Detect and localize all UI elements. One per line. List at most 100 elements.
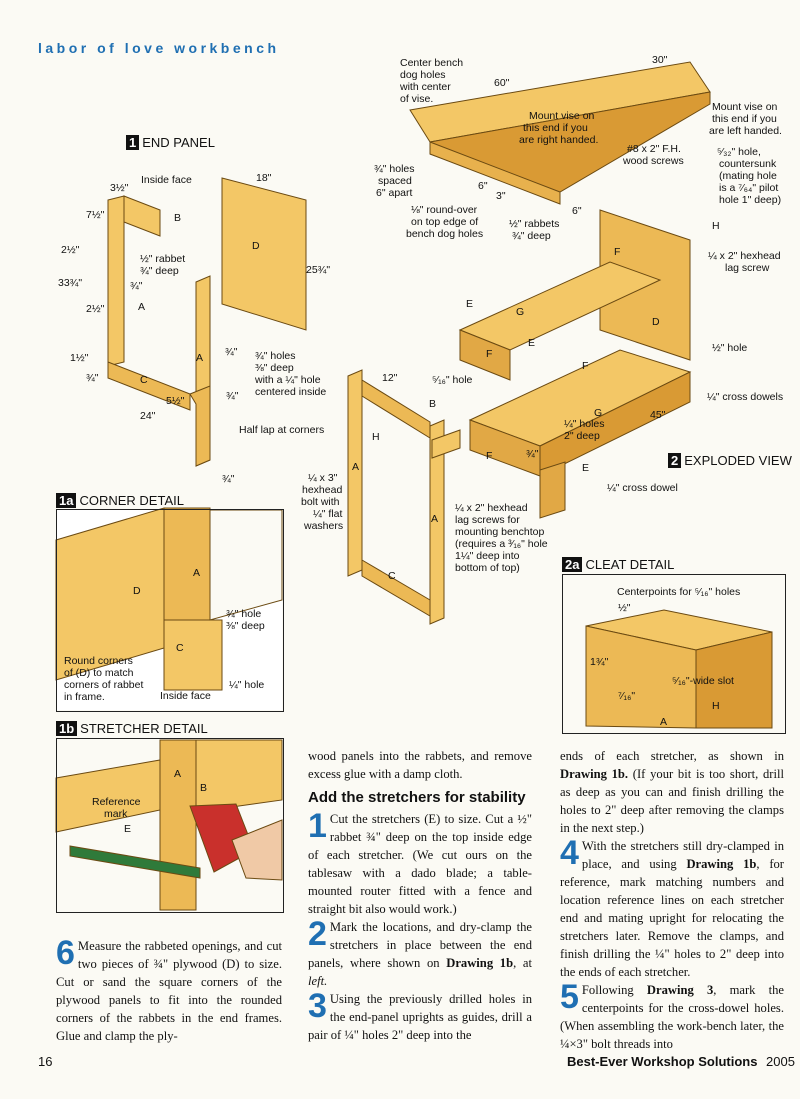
section-heading: Add the stretchers for stability (308, 789, 526, 806)
part-label-d3: D (133, 585, 141, 597)
figure-label: CLEAT DETAIL (585, 557, 675, 572)
note-lagtop-3: mounting benchtop (455, 526, 545, 538)
part-label-b: B (174, 212, 182, 224)
note-lagtop-1: ¼ x 2" hexhead (455, 502, 528, 514)
figure-label: END PANEL (142, 135, 215, 150)
dim-3-5: 3½" (110, 182, 129, 194)
note-holes-4: centered inside (255, 386, 327, 398)
step-text: Following (581, 983, 647, 997)
second-end-frame (347, 369, 461, 625)
note-lagtop-6: bottom of top) (455, 562, 520, 574)
note-pilot-3: (mating hole (719, 170, 777, 182)
dim-3-4d: ¾" (226, 390, 239, 402)
part-label-a4: A (431, 513, 439, 525)
figure-label: EXPLODED VIEW (684, 453, 792, 468)
corner-note-quarter-hole: ¼" hole (229, 679, 265, 691)
note-lagtop-2: lag screws for (455, 514, 520, 526)
dim-7-5: 7½" (86, 209, 105, 221)
cleat-dim-half: ½" (618, 602, 631, 614)
corner-note-hole-2: ⅜" deep (226, 620, 265, 632)
note-cross-dowel: ¼" cross dowel (607, 482, 678, 494)
text-column-3: ends of each stretcher, as shown in Draw… (560, 747, 784, 1053)
step-text: With the stretchers still dry-clamped in… (581, 839, 784, 871)
part-label-g2: G (594, 407, 603, 419)
note-pilot-2: countersunk (719, 158, 777, 170)
part-label-a: A (138, 301, 146, 313)
part-label-f3: F (582, 360, 589, 372)
note-bolt-2: hexhead (302, 484, 343, 496)
publication-year: 2005 (766, 1054, 795, 1069)
dim-3-4a: ¾" (130, 280, 143, 292)
dim-45: 45" (650, 409, 666, 421)
stretcher-detail-box (56, 738, 284, 913)
step-text-italic: left. (308, 974, 328, 988)
dim-2-5b: 2½" (86, 303, 105, 315)
corner-note-hole-1: ¾" hole (226, 608, 262, 620)
end-panel-frame (107, 177, 307, 467)
step-text: Cut the stretchers (E) to size. Cut a ½"… (308, 812, 532, 916)
part-label-h: H (712, 220, 720, 232)
note-qholes-2: 2" deep (564, 430, 600, 442)
dim-33-75: 33¾" (58, 277, 83, 289)
step-text: Using the previously drilled holes in th… (308, 992, 532, 1042)
step-number: 5 (560, 978, 579, 1016)
dim-3-4c: ¾" (225, 346, 238, 358)
text-column-2: wood panels into the rabbets, and remove… (308, 747, 532, 1044)
corner-detail-box (56, 509, 284, 712)
publication-name: Best-Ever Workshop Solutions (567, 1054, 758, 1069)
benchtop (409, 61, 711, 205)
note-cross-dowels: ¼" cross dowels (707, 391, 784, 403)
part-label-e3: E (582, 462, 590, 474)
note-holes-2: ⅜" deep (255, 362, 294, 374)
corner-note-round-3: corners of rabbet (64, 679, 144, 691)
cleat-note-centerpoints: Centerpoints for ⁵⁄₁₆" holes (617, 586, 741, 598)
note-holes-3: with a ¼" hole (255, 374, 321, 386)
note-dogs-2: spaced (378, 175, 412, 187)
note-vise-right-2: this end if you (523, 122, 588, 134)
note-bolt-1: ¼ x 3" (308, 472, 338, 484)
figure-tag: 2 (668, 453, 682, 468)
note-screws-2: wood screws (623, 155, 684, 167)
step-number: 3 (308, 987, 327, 1025)
corner-note-round-4: in frame. (64, 691, 105, 703)
note-center-4: of vise. (400, 93, 434, 105)
page-header: labor of love workbench (38, 40, 280, 56)
part-label-h2: H (372, 431, 380, 443)
continued-paragraph: ends of each stretcher, as shown in Draw… (560, 747, 784, 837)
part-label-a5: A (193, 567, 201, 579)
note-pilot-5: hole 1" deep) (719, 194, 782, 206)
part-label-e2: E (528, 337, 536, 349)
part-label-c3: C (176, 642, 184, 654)
step-number: 2 (308, 915, 327, 953)
part-label-b3: B (200, 782, 208, 794)
note-roundover-3: bench dog holes (406, 228, 484, 240)
figure-label: CORNER DETAIL (79, 493, 184, 508)
part-label-d2: D (652, 316, 660, 328)
note-qholes-1: ¼" holes (564, 418, 605, 430)
part-label-f: F (614, 246, 621, 258)
part-label-d: D (252, 240, 260, 252)
step-text: , for reference, mark matching numbers a… (560, 857, 784, 979)
cleat-dim-1-75: 1¾" (590, 656, 609, 668)
note-bolt-4: ¼" flat (313, 508, 343, 520)
dim-3-4b: ¾" (86, 372, 99, 384)
note-holes-1: ¾" holes (255, 350, 296, 362)
note-half-hole: ½" hole (712, 342, 748, 354)
cleat-detail-drawing (585, 609, 773, 729)
figure-label: STRETCHER DETAIL (80, 721, 208, 736)
note-lagtop-4: (requires a ³⁄₁₆" hole (455, 538, 548, 550)
part-label-g: G (516, 306, 525, 318)
note-vise-left-2: this end if you (712, 113, 777, 125)
dim-24: 24" (140, 410, 156, 422)
cleat-detail-box (562, 574, 786, 734)
dim-1-5: 1½" (70, 352, 89, 364)
corner-note-round-2b: to match (93, 667, 134, 679)
